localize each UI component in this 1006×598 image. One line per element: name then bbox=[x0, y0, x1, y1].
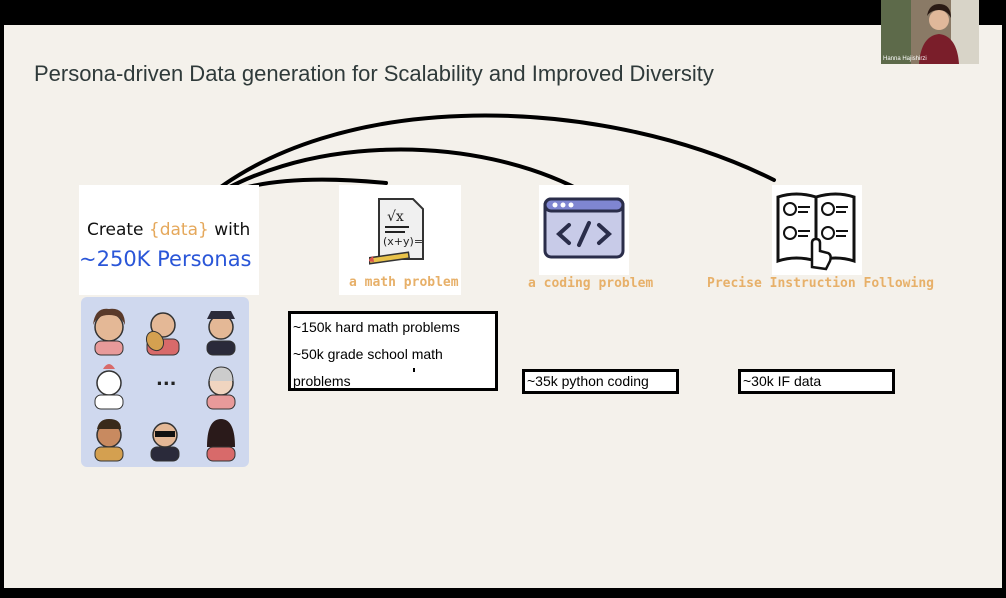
persona-avatars bbox=[93, 308, 236, 462]
detail-line: ~50k grade school math bbox=[293, 346, 443, 362]
svg-text:(x+y)=: (x+y)= bbox=[383, 235, 423, 248]
slide: Persona-driven Data generation for Scala… bbox=[4, 25, 1002, 588]
avatar-row-1 bbox=[93, 308, 236, 356]
slide-title: Persona-driven Data generation for Scala… bbox=[34, 61, 714, 86]
data-highlight: {data} bbox=[148, 220, 209, 240]
avatar-row-3 bbox=[94, 419, 236, 462]
create-card: Create {data} with ~250K Personas bbox=[79, 185, 259, 295]
participant-name: Hanna Hajishirzi bbox=[883, 56, 927, 62]
create-line: Create {data} with bbox=[87, 220, 250, 240]
detail-line: ~150k hard math problems bbox=[293, 319, 460, 335]
task-label: a math problem bbox=[349, 275, 459, 290]
arc-to-if bbox=[196, 113, 776, 207]
if-details-box: ~30k IF data bbox=[738, 369, 895, 394]
task-label: Precise Instruction Following bbox=[707, 276, 934, 291]
detail-line: problems bbox=[293, 373, 351, 389]
code-window-icon bbox=[543, 197, 625, 259]
coding-details-box: ~35k python coding bbox=[522, 369, 679, 394]
speaker-video bbox=[881, 0, 979, 64]
personas-count: ~250K Personas bbox=[79, 247, 252, 271]
if-card bbox=[772, 185, 862, 275]
numbered-book-icon bbox=[776, 192, 856, 271]
coding-card bbox=[539, 185, 629, 275]
math-card: √x (x+y)= a math problem bbox=[339, 185, 461, 295]
svg-text:√x: √x bbox=[387, 209, 404, 225]
detail-line: ~30k IF data bbox=[743, 373, 822, 389]
math-details-box: ~150k hard math problems ~50k grade scho… bbox=[288, 311, 498, 391]
avatar-row-2 bbox=[94, 364, 236, 410]
more-personas-ellipsis: ... bbox=[156, 369, 177, 390]
create-suffix: with bbox=[208, 220, 251, 240]
math-worksheet-icon: √x (x+y)= bbox=[369, 198, 424, 265]
mouse-cursor bbox=[413, 368, 415, 372]
arc-to-coding bbox=[194, 147, 591, 210]
task-label: a coding problem bbox=[528, 276, 654, 291]
persona-grid: ... bbox=[81, 297, 249, 467]
detail-line: ~35k python coding bbox=[527, 373, 649, 389]
create-prefix: Create bbox=[87, 220, 149, 240]
webcam-tile[interactable]: Hanna Hajishirzi bbox=[881, 0, 979, 64]
